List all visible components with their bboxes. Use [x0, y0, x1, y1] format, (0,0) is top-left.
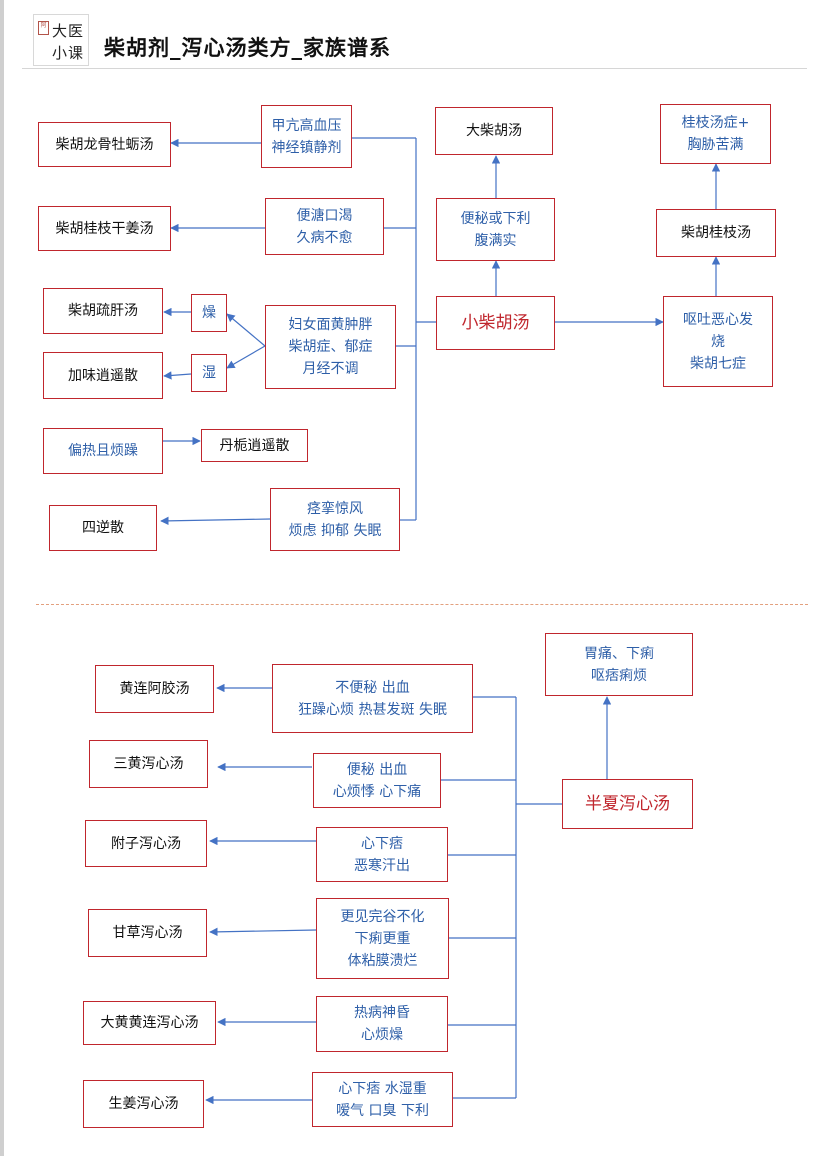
condition-row5: 热病神昏心烦燥 [316, 996, 448, 1052]
target-chaihu-guizhi-ganjiang: 柴胡桂枝干姜汤 [38, 206, 171, 251]
target-jiawei-xiaoyao: 加味逍遥散 [43, 352, 163, 399]
condition-hyperthyroid: 甲亢高血压神经镇静剂 [261, 105, 352, 168]
condition-loose-stool: 便溏口渴久病不愈 [265, 198, 384, 255]
target-da-chaihu: 大柴胡汤 [435, 107, 553, 155]
logo-text-bottom: 小课 [51, 44, 84, 62]
condition-vomiting-fever: 呕吐恶心发烧柴胡七症 [663, 296, 773, 387]
target-danzhi-xiaoyao: 丹栀逍遥散 [201, 429, 308, 462]
target-chaihu-shugan: 柴胡疏肝汤 [43, 288, 163, 334]
condition-women-sallow: 妇女面黄肿胖柴胡症、郁症月经不调 [265, 305, 396, 389]
logo: 阿 大医 小课 [33, 14, 89, 66]
target-sanhuang-xiexin: 三黄泻心汤 [89, 740, 208, 788]
condition-stomach-pain: 胃痛、下痢呕痞痢烦 [545, 633, 693, 696]
logo-text-top: 大医 [51, 22, 84, 40]
main-xiao-chaihu: 小柴胡汤 [436, 296, 555, 350]
target-dahuang-huanglian-xiexin: 大黄黄连泻心汤 [83, 1001, 216, 1045]
condition-guizhi-plus: 桂枝汤症+胸胁苦满 [660, 104, 771, 164]
condition-row2: 便秘 出血心烦悸 心下痛 [313, 753, 441, 808]
condition-row4: 更见完谷不化下痢更重体粘膜溃烂 [316, 898, 449, 979]
logo-seal: 阿 [38, 21, 49, 35]
condition-convulsion: 痉挛惊风烦虑 抑郁 失眠 [270, 488, 400, 551]
target-gancao-xiexin: 甘草泻心汤 [88, 909, 207, 957]
page-edge [0, 0, 4, 1156]
arrow-row4 [209, 927, 317, 937]
arrow-cond3-dry [226, 313, 266, 347]
page-title: 柴胡剂_泻心汤类方_家族谱系 [104, 35, 391, 60]
arrow-to-target4 [160, 516, 271, 526]
condition-row3: 心下痞恶寒汗出 [316, 827, 448, 882]
arrow-damp-target [163, 371, 192, 380]
label-dry: 燥 [191, 294, 227, 332]
target-chaihu-longgu-muli: 柴胡龙骨牡蛎汤 [38, 122, 171, 167]
arrow-cond3-damp [226, 345, 266, 369]
label-damp: 湿 [191, 354, 227, 392]
target-sini-san: 四逆散 [49, 505, 157, 551]
main-banxia-xiexin: 半夏泻心汤 [562, 779, 693, 829]
section-divider [36, 604, 808, 605]
condition-row6: 心下痞 水湿重嗳气 口臭 下利 [312, 1072, 453, 1127]
condition-heat-irritable: 偏热且烦躁 [43, 428, 163, 474]
target-huanglian-ejiao: 黄连阿胶汤 [95, 665, 214, 713]
target-chaihu-guizhi: 柴胡桂枝汤 [656, 209, 776, 257]
condition-row1: 不便秘 出血狂躁心烦 热甚发斑 失眠 [272, 664, 473, 733]
target-fuzi-xiexin: 附子泻心汤 [85, 820, 207, 867]
condition-constipation-fullness: 便秘或下利腹满实 [436, 198, 555, 261]
target-shengjiang-xiexin: 生姜泻心汤 [83, 1080, 204, 1128]
header-rule [22, 68, 807, 69]
